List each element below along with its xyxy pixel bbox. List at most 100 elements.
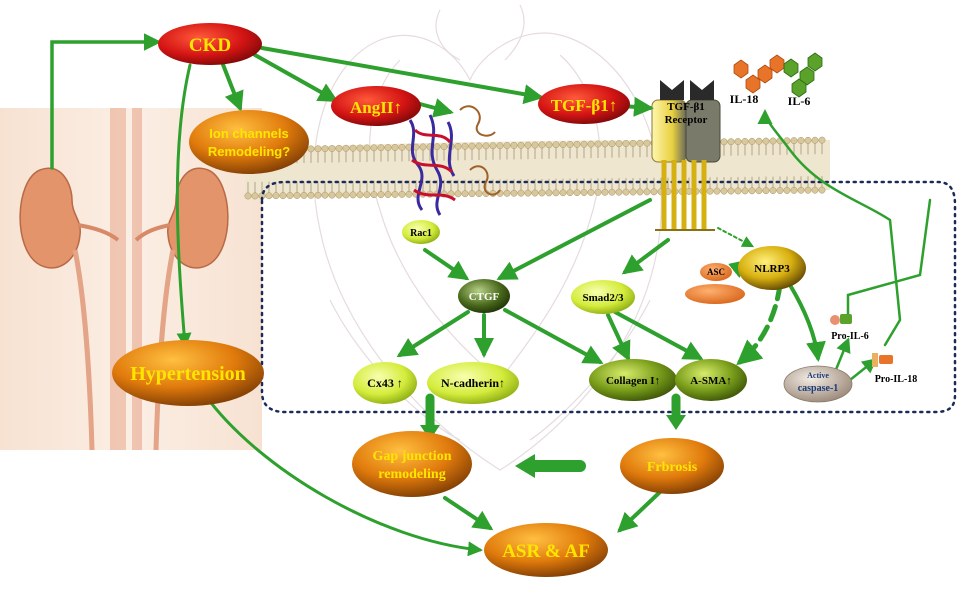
lipid-head <box>741 187 749 195</box>
lipid-head <box>468 190 476 198</box>
lipid-head <box>811 136 819 144</box>
lipid-head <box>531 141 539 149</box>
lipid-head <box>601 140 609 148</box>
lipid-head <box>643 188 651 196</box>
lipid-head <box>321 145 329 153</box>
arrow-kidney-to-ckd <box>50 33 162 170</box>
lipid-head <box>713 187 721 195</box>
arrow-nlrp3-to-active-caspase <box>788 283 826 362</box>
lipid-head <box>748 137 756 145</box>
lipid-head <box>580 189 588 196</box>
lipid-head <box>587 140 595 148</box>
lipid-head <box>811 186 819 194</box>
lipid-head <box>636 139 644 147</box>
lipid-head <box>349 191 357 199</box>
angii-label: AngII↑ <box>350 98 402 117</box>
lipid-head <box>573 140 581 148</box>
tgfb1-receptor-label-line2: Receptor <box>665 114 708 126</box>
arrow-ctgf-to-collagen <box>503 308 604 364</box>
tgfb1-node: TGF-β1↑ <box>538 84 630 124</box>
lipid-head <box>622 188 630 196</box>
lipid-head <box>538 189 546 197</box>
ctgf-node: CTGF <box>458 279 510 313</box>
il18-hexagons-icon <box>733 54 785 94</box>
lipid-head <box>615 188 623 196</box>
lipid-head <box>804 186 812 194</box>
pro-il18-label: Pro-IL-18 <box>875 374 918 385</box>
asr-af-node: ASR & AF <box>484 523 608 577</box>
arrow-caspase-to-pro-il6 <box>833 337 851 374</box>
ion-channels-label-line1: Ion channels <box>209 126 288 141</box>
lipid-head <box>391 143 399 151</box>
lipid-head <box>503 142 511 149</box>
lipid-head <box>790 186 798 194</box>
lipid-head <box>629 188 637 196</box>
lipid-head <box>384 144 392 152</box>
lipid-head <box>510 189 518 197</box>
lipid-head <box>797 186 805 194</box>
collagen-node: Collagen I↑ <box>589 359 677 401</box>
lipid-head <box>405 190 413 198</box>
gap-junction-label-line1: Gap junction <box>373 449 452 464</box>
lipid-head <box>587 189 595 196</box>
tgfb1-label: TGF-β1↑ <box>551 96 618 115</box>
arrow-angii-to-receptor <box>418 98 454 118</box>
lipid-head <box>335 191 343 199</box>
lipid-head <box>377 144 385 152</box>
hypertension-node: Hypertension <box>112 340 264 406</box>
tgf-beta1-receptor-icon <box>651 80 721 231</box>
lipid-head <box>797 137 805 144</box>
lipid-head <box>580 140 588 148</box>
pathway-arrows <box>50 33 932 557</box>
lipid-head <box>559 141 567 149</box>
lipid-head <box>615 140 623 148</box>
lipid-head <box>720 138 728 146</box>
arrow-ckd-to-angii <box>253 53 339 102</box>
lipid-head <box>461 142 469 150</box>
arrow-ckd-to-hypertension <box>175 63 192 348</box>
lipid-head <box>769 187 777 195</box>
lipid-head <box>419 143 427 151</box>
lipid-head <box>279 192 287 200</box>
lipid-head <box>524 189 532 197</box>
lipid-head <box>433 143 441 151</box>
arrow-receptor-to-ctgf <box>496 198 652 280</box>
lipid-head <box>293 192 301 199</box>
lipid-head <box>314 145 322 153</box>
lipid-head <box>349 144 357 152</box>
asc-label: ASC <box>707 267 725 277</box>
ncadherin-node: N-cadherin↑ <box>427 362 519 404</box>
arrow-receptor-to-smad <box>621 238 670 275</box>
arrow-gap-junction-to-asr <box>443 496 494 531</box>
lipid-head <box>783 186 791 194</box>
active-caspase-label-line2: caspase-1 <box>798 383 839 394</box>
pro-il6-node: Pro-IL-6 <box>830 314 869 342</box>
il6-label: IL-6 <box>788 94 811 108</box>
lipid-head <box>706 187 714 195</box>
lipid-head <box>307 145 315 153</box>
tgfb1-receptor-label-line1: TGF-β1 <box>667 101 705 113</box>
arrow-ctgf-to-cx43 <box>396 310 470 358</box>
lipid-head <box>251 192 259 200</box>
lipid-head <box>727 187 735 195</box>
lipid-head <box>468 142 476 150</box>
lipid-head <box>384 191 392 198</box>
lipid-head <box>272 192 280 200</box>
lipid-head <box>776 187 784 194</box>
lipid-head <box>363 191 371 199</box>
lipid-head <box>727 138 735 146</box>
lipid-head <box>461 190 469 198</box>
lipid-head <box>342 191 350 199</box>
lipid-head <box>608 140 616 148</box>
fibrosis-node: Frbrosis <box>620 438 724 494</box>
lipid-head <box>475 190 483 198</box>
lipid-head <box>489 142 497 150</box>
lipid-head <box>545 189 553 197</box>
arrow-caspase-to-pro-il18 <box>848 358 878 382</box>
lipid-head <box>517 141 525 149</box>
ctgf-label: CTGF <box>469 291 500 303</box>
lipid-head <box>342 144 350 152</box>
lipid-head <box>475 142 483 150</box>
rac1-label: Rac1 <box>410 228 432 239</box>
pro-il18-node: Pro-IL-18 <box>872 353 917 385</box>
